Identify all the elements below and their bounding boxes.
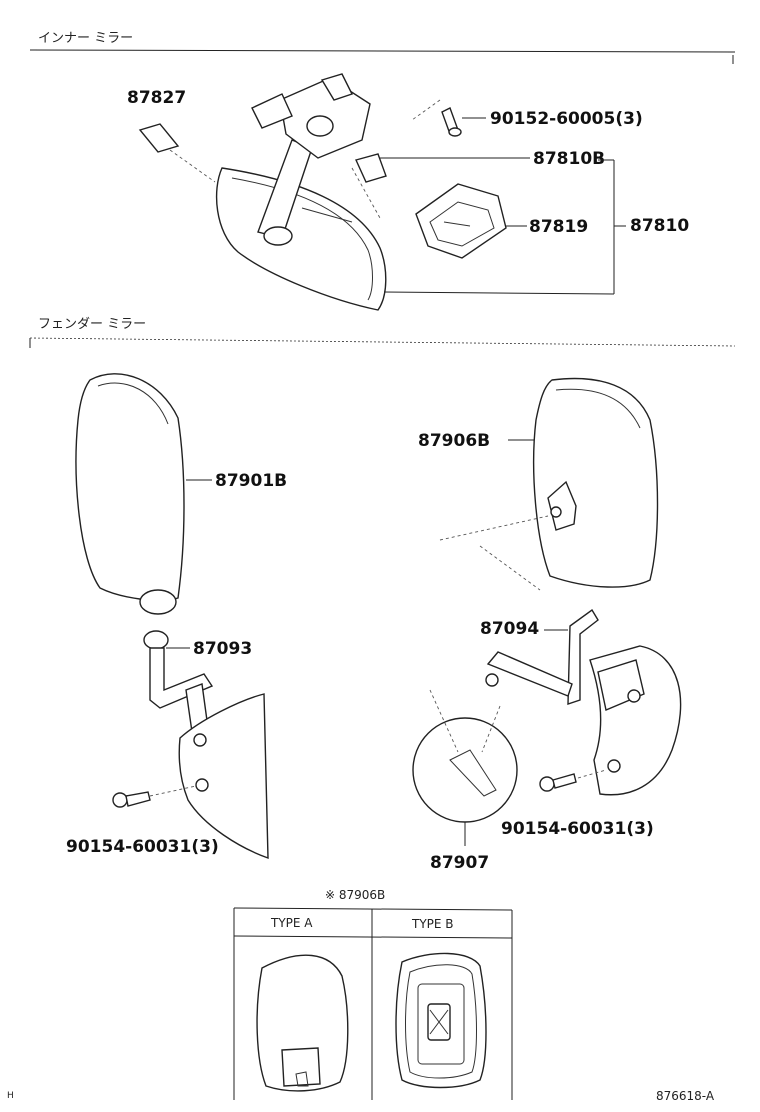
inner-mirror-stay (251, 73, 371, 246)
bracket-87810 (383, 159, 626, 295)
label-90154-left: 90154-60031(3) (66, 837, 219, 857)
type-b-mirror-back (395, 952, 487, 1089)
type-table-col-b: TYPE B (411, 917, 454, 931)
label-87810: 87810 (630, 216, 689, 236)
screw-90152 (411, 99, 486, 137)
section-divider-inner (29, 49, 736, 53)
section-divider-fender (29, 337, 736, 347)
label-87907: 87907 (430, 853, 489, 873)
screw-90154-right (539, 769, 607, 792)
type-table-title: ※ 87906B (325, 888, 385, 902)
stay-87093 (143, 630, 214, 733)
lamp-cover-87819 (415, 183, 527, 259)
section-title-fender-mirror: フェンダー ミラー (38, 317, 146, 332)
label-90154-right: 90154-60031(3) (501, 819, 654, 839)
type-table-col-a: TYPE A (270, 916, 313, 930)
base-plate-right (589, 645, 682, 796)
diagram-code: 876618-A (656, 1089, 715, 1103)
label-87827: 87827 (127, 88, 186, 108)
mirror-head-87906B (439, 377, 659, 591)
label-87901B: 87901B (215, 471, 287, 491)
type-a-mirror-back (256, 954, 349, 1092)
bulb-87810B (351, 153, 530, 219)
inner-mirror-body (215, 167, 387, 311)
label-87093: 87093 (193, 639, 252, 659)
label-87810B: 87810B (533, 149, 605, 169)
label-87094: 87094 (480, 619, 539, 639)
label-87819: 87819 (529, 217, 588, 237)
base-plate-left (178, 693, 269, 860)
section-title-inner-mirror: インナー ミラー (38, 31, 133, 46)
type-table (233, 907, 513, 1100)
screw-90154-left (112, 785, 197, 808)
corner-mark: H (7, 1091, 14, 1101)
stay-87094 (485, 608, 599, 705)
mirror-head-87901B (75, 373, 212, 615)
mirror-glass-87907 (412, 689, 518, 846)
part-87827-pad (138, 123, 216, 183)
label-90152: 90152-60005(3) (490, 109, 643, 129)
label-87906B: 87906B (418, 431, 490, 451)
